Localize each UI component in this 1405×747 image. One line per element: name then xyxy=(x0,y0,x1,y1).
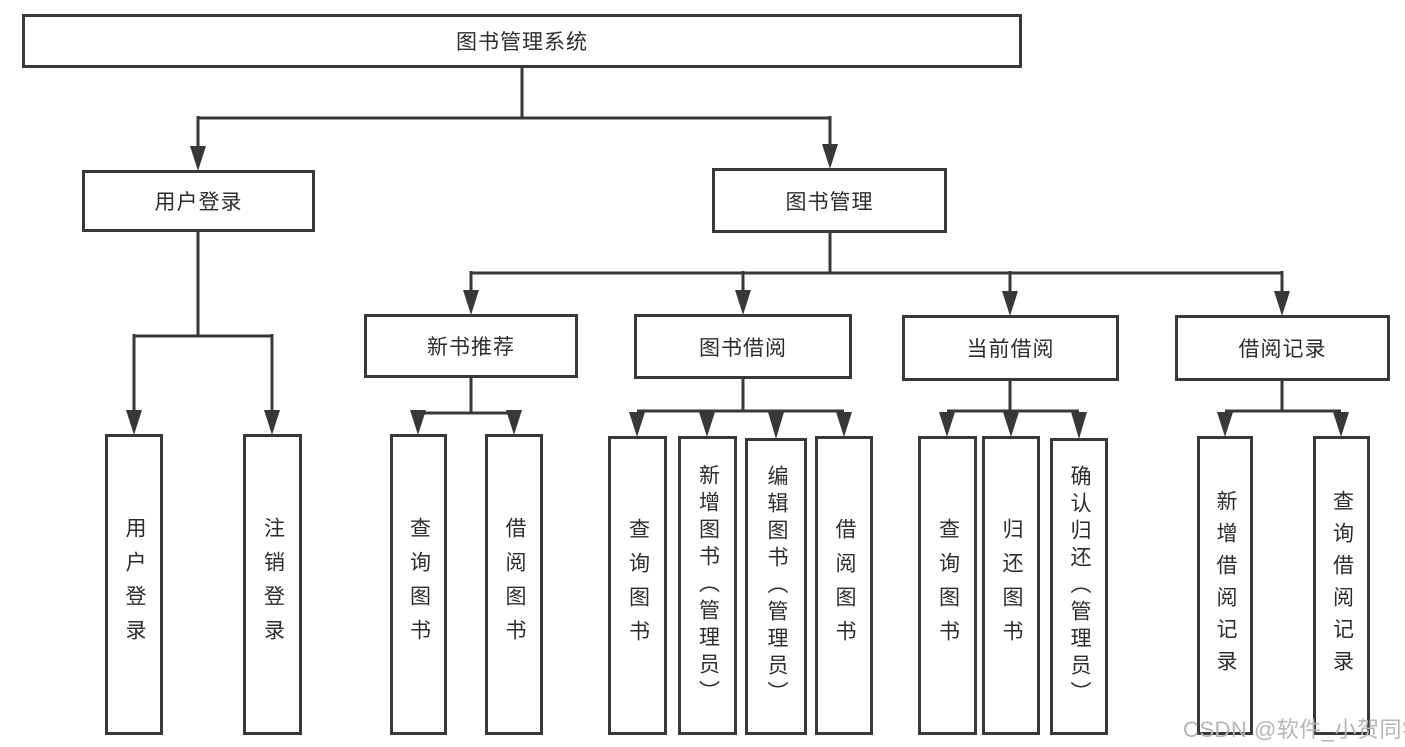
node-label: 查询图书 xyxy=(407,516,431,653)
node-label: 图书借阅 xyxy=(699,336,787,360)
node-label: 新增图书（管理员） xyxy=(696,464,720,707)
node-label: 用户登录 xyxy=(154,191,243,214)
leaf-logout: 注销登录 xyxy=(243,434,302,735)
node-label: 新书推荐 xyxy=(427,336,515,359)
node-book-management: 图书管理 xyxy=(712,168,947,233)
node-label: 借阅记录 xyxy=(1238,338,1327,361)
leaf-borrow-book: 借阅图书 xyxy=(815,436,873,735)
leaf-return-book: 归还图书 xyxy=(982,436,1040,735)
node-label: 图书管理 xyxy=(785,190,874,214)
node-root-library-system: 图书管理系统 xyxy=(22,14,1022,68)
leaf-borrow-book-recommend: 借阅图书 xyxy=(485,434,543,735)
node-label: 查询图书 xyxy=(936,517,960,654)
arrowheads xyxy=(126,144,1349,439)
node-label: 归还图书 xyxy=(1000,517,1023,654)
node-label: 图书管理系统 xyxy=(456,31,588,54)
leaf-query-borrow-record: 查询借阅记录 xyxy=(1313,436,1370,735)
leaf-add-book-admin: 新增图书（管理员） xyxy=(678,436,737,735)
leaf-query-book-borrow: 查询图书 xyxy=(608,436,667,735)
node-label: 确认归还（管理员） xyxy=(1068,465,1091,708)
leaf-confirm-return-admin: 确认归还（管理员） xyxy=(1050,438,1108,735)
node-user-login-branch: 用户登录 xyxy=(82,170,315,232)
node-label: 借阅图书 xyxy=(833,517,856,654)
node-label: 注销登录 xyxy=(261,516,285,653)
node-label: 借阅图书 xyxy=(503,516,526,653)
node-new-book-recommend: 新书推荐 xyxy=(364,314,578,378)
leaf-edit-book-admin: 编辑图书（管理员） xyxy=(745,438,807,735)
node-current-borrowing: 当前借阅 xyxy=(902,315,1119,381)
node-label: 用户登录 xyxy=(123,516,146,653)
leaf-query-book-current: 查询图书 xyxy=(918,436,977,735)
node-book-borrowing: 图书借阅 xyxy=(634,314,852,379)
leaf-add-borrow-record: 新增借阅记录 xyxy=(1197,436,1253,735)
node-label: 编辑图书（管理员） xyxy=(765,465,788,708)
node-label: 当前借阅 xyxy=(966,338,1055,361)
leaf-user-login: 用户登录 xyxy=(105,434,163,735)
node-label: 查询借阅记录 xyxy=(1330,489,1354,682)
node-label: 查询图书 xyxy=(626,517,650,654)
node-borrow-records: 借阅记录 xyxy=(1175,315,1390,381)
leaf-query-book-recommend: 查询图书 xyxy=(390,434,447,735)
node-label: 新增借阅记录 xyxy=(1214,489,1237,682)
csdn-watermark: CSDN @软件_小贺同学 xyxy=(1183,717,1405,742)
tree-edges xyxy=(132,68,1341,415)
